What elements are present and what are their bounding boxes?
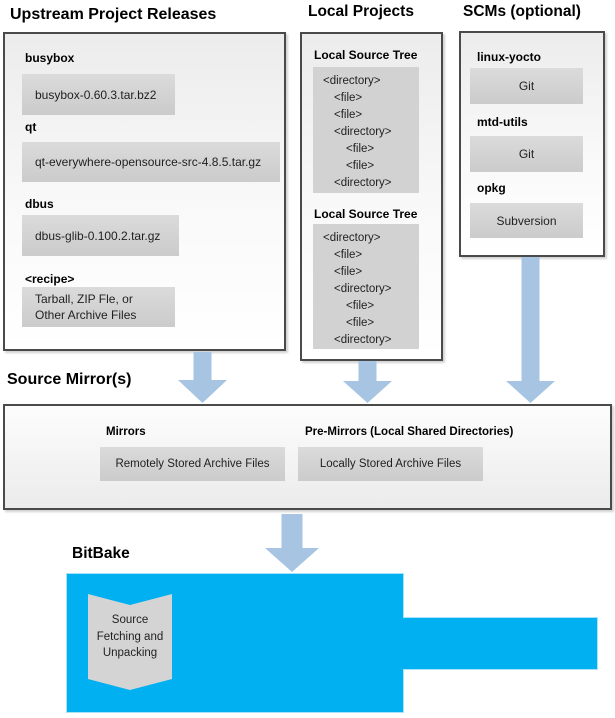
package-label: busybox <box>25 51 75 65</box>
mirror-archive-text: Locally Stored Archive Files <box>319 458 462 470</box>
scm-tool-box: Git <box>470 68 583 104</box>
source-mirrors-section-title: Source Mirror(s) <box>7 371 132 388</box>
scms-panel: linux-yocto Git mtd-utils Git opkg Subve… <box>459 31 605 257</box>
tree-line: <file> <box>334 249 363 261</box>
down-arrow-mirrors-to-bitbake <box>265 514 319 572</box>
mirror-archive-text: Remotely Stored Archive Files <box>115 458 270 470</box>
source-tree-box: <directory> <file> <file> <directory> <f… <box>313 67 419 193</box>
archive-file-name: Tarball, ZIP Fle, or Other Archive Files <box>35 292 137 322</box>
down-arrow-upstream-to-mirrors <box>178 352 227 403</box>
local-source-tree-label: Local Source Tree <box>314 48 418 62</box>
tree-line: <directory> <box>334 126 392 138</box>
upstream-section-title: Upstream Project Releases <box>10 6 217 23</box>
local-projects-section-title: Local Projects <box>308 3 414 20</box>
archive-file-box: busybox-0.60.3.tar.bz2 <box>22 74 175 115</box>
tree-line: <directory> <box>334 283 392 295</box>
source-mirrors-panel: Mirrors Remotely Stored Archive Files Pr… <box>3 404 612 510</box>
mirror-archive-box: Locally Stored Archive Files <box>298 447 483 481</box>
archive-file-name: busybox-0.60.3.tar.bz2 <box>35 87 157 102</box>
scm-tool-box: Subversion <box>470 203 583 238</box>
bitbake-output-pipe <box>403 617 598 670</box>
scm-package-label: linux-yocto <box>477 50 542 64</box>
archive-file-box: qt-everywhere-opensource-src-4.8.5.tar.g… <box>22 142 280 182</box>
local-source-tree-label: Local Source Tree <box>314 207 418 221</box>
mirrors-label: Mirrors <box>106 426 146 438</box>
down-arrow-scms-to-mirrors <box>506 257 555 403</box>
archive-file-name: dbus-glib-0.100.2.tar.gz <box>35 228 161 243</box>
local-projects-panel: Local Source Tree <directory> <file> <fi… <box>300 32 443 361</box>
package-label: qt <box>25 120 37 134</box>
source-fetching-step: Source Fetching and Unpacking <box>88 594 172 690</box>
scm-package-label: opkg <box>477 181 506 195</box>
mirror-archive-box: Remotely Stored Archive Files <box>100 447 285 481</box>
down-arrow-local-to-mirrors <box>343 361 392 403</box>
tree-line: <file> <box>346 317 375 329</box>
tree-line: <file> <box>346 300 375 312</box>
tree-line: <file> <box>334 92 363 104</box>
upstream-panel: busybox busybox-0.60.3.tar.bz2 qt qt-eve… <box>3 32 286 351</box>
scm-tool-box: Git <box>470 136 583 172</box>
pre-mirrors-label: Pre-Mirrors (Local Shared Directories) <box>305 426 514 438</box>
scm-package-label: mtd-utils <box>477 115 528 129</box>
tree-line: <directory> <box>323 75 381 87</box>
tree-line: <directory> <box>334 334 392 346</box>
tree-line: <directory> <box>334 177 392 189</box>
tree-line: <file> <box>334 109 363 121</box>
tree-line: <directory> <box>323 232 381 244</box>
tree-line: <file> <box>334 266 363 278</box>
archive-file-name: qt-everywhere-opensource-src-4.8.5.tar.g… <box>35 155 262 169</box>
tree-line: <file> <box>346 160 375 172</box>
source-tree-box: <directory> <file> <file> <directory> <f… <box>313 224 419 349</box>
archive-file-box: dbus-glib-0.100.2.tar.gz <box>22 215 179 256</box>
archive-file-box: Tarball, ZIP Fle, or Other Archive Files <box>22 287 175 327</box>
package-label: <recipe> <box>25 272 75 286</box>
scm-tool-name: Subversion <box>496 213 557 228</box>
package-label: dbus <box>25 197 54 211</box>
scms-section-title: SCMs (optional) <box>463 3 581 20</box>
tree-line: <file> <box>346 143 375 155</box>
scm-tool-name: Git <box>518 147 535 161</box>
bitbake-section-title: BitBake <box>72 545 130 562</box>
scm-tool-name: Git <box>518 79 535 93</box>
